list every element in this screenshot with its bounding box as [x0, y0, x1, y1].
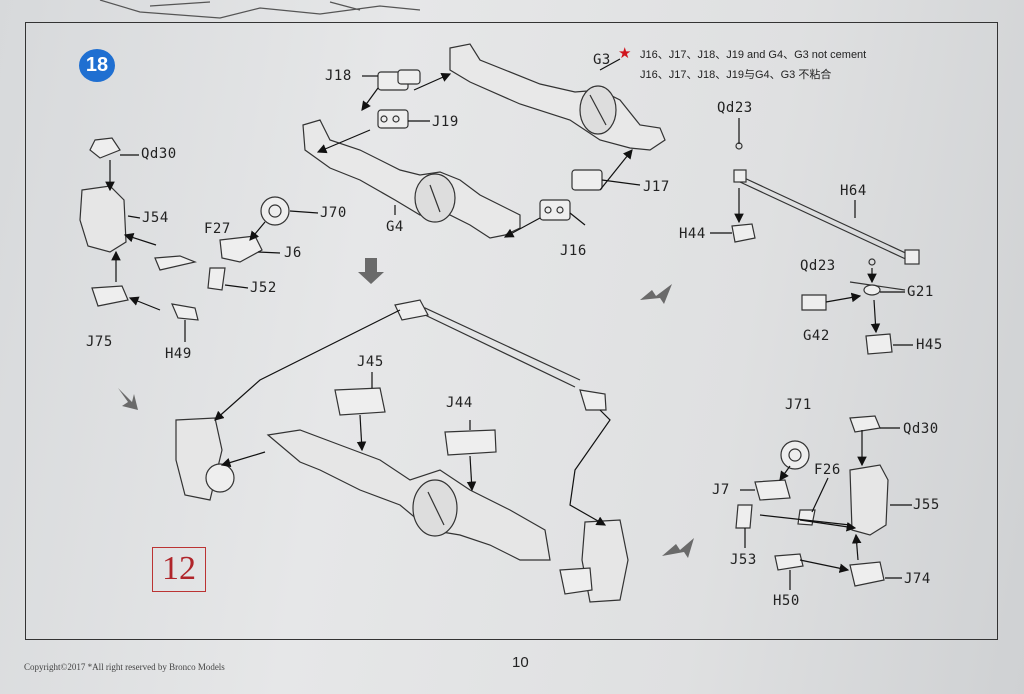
- reference-number-box: 12: [152, 547, 206, 592]
- star-icon: ★: [618, 45, 632, 62]
- part-label-qd30-left: Qd30: [141, 146, 177, 162]
- page-number: 10: [512, 654, 529, 671]
- part-label-j55: J55: [913, 497, 940, 513]
- part-label-j18: J18: [325, 68, 352, 84]
- part-label-j75: J75: [86, 334, 113, 350]
- part-label-j53: J53: [730, 552, 757, 568]
- part-label-j70: J70: [320, 205, 347, 221]
- cement-note-english: J16、J17、J18、J19 and G4、G3 not cement: [640, 49, 867, 61]
- part-label-qd23-top: Qd23: [717, 100, 753, 116]
- part-label-h64: H64: [840, 183, 867, 199]
- part-label-j44: J44: [446, 395, 473, 411]
- part-label-j19: J19: [432, 114, 459, 130]
- part-label-h44: H44: [679, 226, 706, 242]
- part-label-g3: G3: [593, 52, 611, 68]
- part-label-j45: J45: [357, 354, 384, 370]
- part-label-g4: G4: [386, 219, 404, 235]
- part-label-j74: J74: [904, 571, 931, 587]
- part-label-f27: F27: [204, 221, 231, 237]
- part-label-qd23-mid: Qd23: [800, 258, 836, 274]
- part-label-h45: H45: [916, 337, 943, 353]
- part-label-j17: J17: [643, 179, 670, 195]
- step-number-badge: 18: [79, 49, 115, 82]
- page-frame: [25, 22, 998, 640]
- part-label-j7: J7: [712, 482, 730, 498]
- cement-note-chinese: J16、J17、J18、J19与G4、G3 不粘合: [640, 69, 832, 81]
- part-label-qd30-right: Qd30: [903, 421, 939, 437]
- cement-note: ★ J16、J17、J18、J19 and G4、G3 not cement J…: [618, 45, 866, 85]
- part-label-j71: J71: [785, 397, 812, 413]
- part-label-h49: H49: [165, 346, 192, 362]
- part-label-j16: J16: [560, 243, 587, 259]
- part-label-j6: J6: [284, 245, 302, 261]
- copyright-text: Copyright©2017 *All right reserved by Br…: [24, 662, 225, 672]
- part-label-f26: F26: [814, 462, 841, 478]
- part-label-h50: H50: [773, 593, 800, 609]
- part-label-j52: J52: [250, 280, 277, 296]
- part-label-j54: J54: [142, 210, 169, 226]
- part-label-g42: G42: [803, 328, 830, 344]
- part-label-g21: G21: [907, 284, 934, 300]
